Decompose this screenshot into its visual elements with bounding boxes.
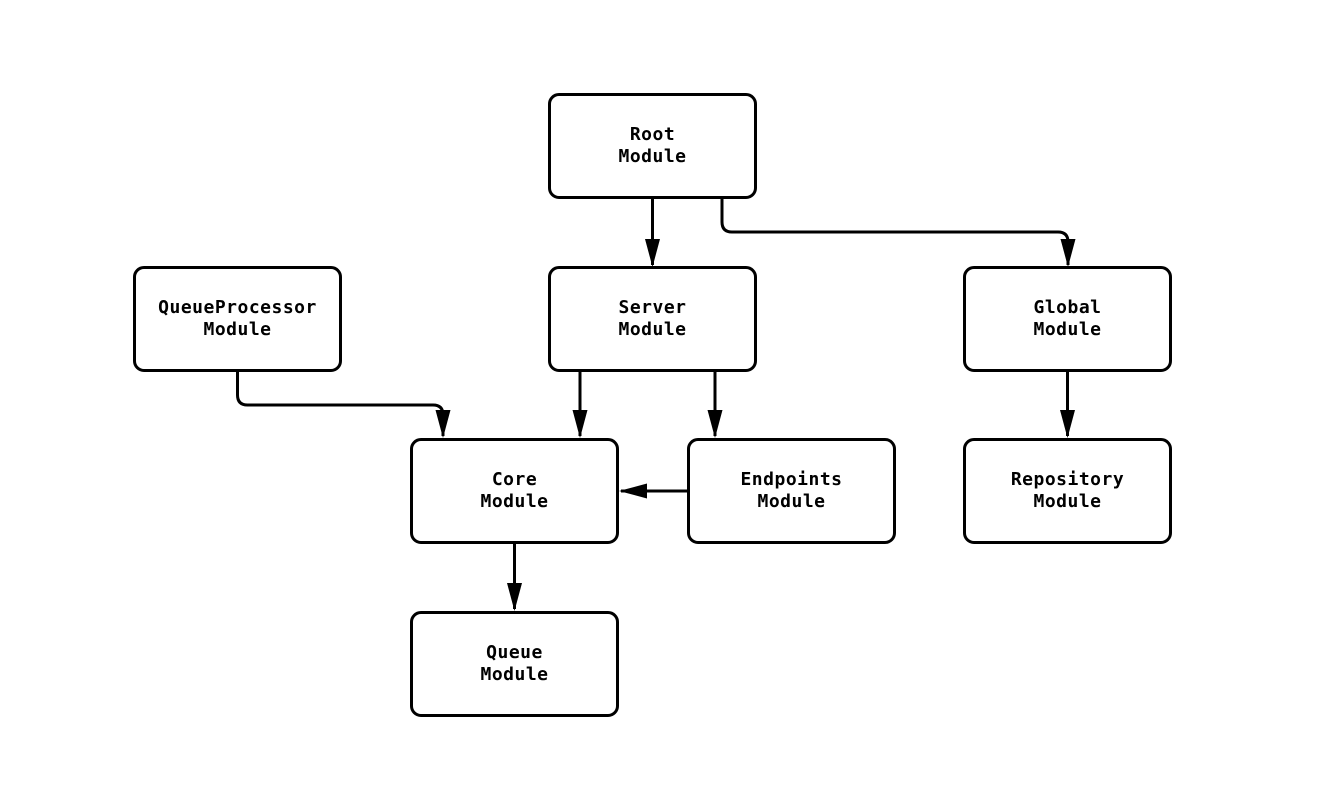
node-global-module: Global Module	[963, 266, 1172, 372]
node-label-line: Module	[1033, 319, 1102, 340]
node-queueprocessor-module: QueueProcessor Module	[133, 266, 342, 372]
edge-queueprocessor-to-core	[236, 372, 451, 438]
node-label-line: Module	[618, 146, 687, 167]
node-server-module: Server Module	[548, 266, 757, 372]
node-label-line: Root	[629, 124, 676, 145]
node-label-line: Module	[618, 319, 687, 340]
node-core-module: Core Module	[410, 438, 619, 544]
node-label-line: Global	[1033, 297, 1102, 318]
node-label-line: Module	[480, 491, 549, 512]
node-queue-module: Queue Module	[410, 611, 619, 717]
node-label-line: Core	[491, 469, 538, 490]
node-repository-module: Repository Module	[963, 438, 1172, 544]
node-label-line: Module	[1033, 491, 1102, 512]
node-label-line: Module	[757, 491, 826, 512]
node-label-line: Server	[618, 297, 687, 318]
node-label-line: Module	[203, 319, 272, 340]
node-label-line: Module	[480, 664, 549, 685]
node-root-module: Root Module	[548, 93, 757, 199]
node-endpoints-module: Endpoints Module	[687, 438, 896, 544]
node-label-line: Queue	[486, 642, 543, 663]
node-label-line: Endpoints	[740, 469, 843, 490]
node-label-line: QueueProcessor	[158, 297, 317, 318]
node-label-line: Repository	[1010, 469, 1125, 490]
edge-root-to-global	[720, 199, 1076, 267]
